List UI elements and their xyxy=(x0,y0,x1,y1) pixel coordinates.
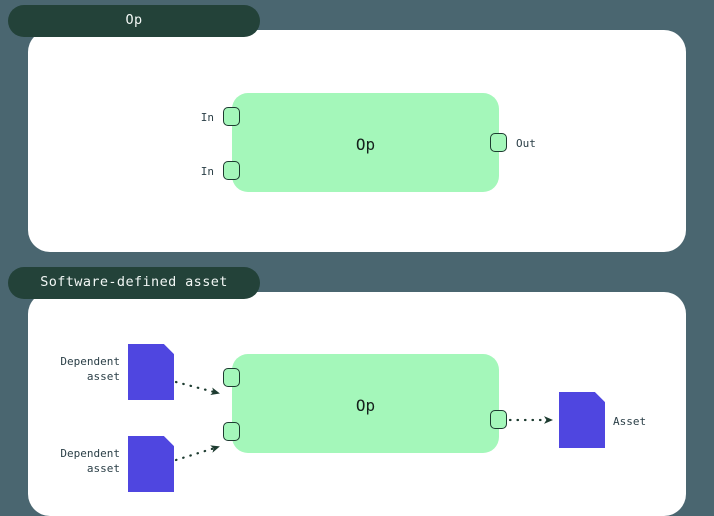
output-port-1[interactable] xyxy=(490,133,507,152)
panel-body-op: Op In In Out xyxy=(28,30,686,252)
dependent-asset-1-icon[interactable] xyxy=(128,344,174,400)
op-node-box[interactable]: Op xyxy=(232,93,499,192)
panel-body-software-defined-asset: Op Dependent asset Dependent asset Asset xyxy=(28,292,686,516)
input-port-2[interactable] xyxy=(223,422,240,441)
input-port-1[interactable] xyxy=(223,107,240,126)
edge-dependent-asset-1-to-input-port-1 xyxy=(174,380,220,395)
dependent-asset-1-label: Dependent asset xyxy=(60,355,120,383)
dependent-asset-2-icon[interactable] xyxy=(128,436,174,492)
panel-tab-op[interactable]: Op xyxy=(8,5,260,37)
input-port-2-label: In xyxy=(200,165,214,178)
panel-tab-software-defined-asset[interactable]: Software-defined asset xyxy=(8,267,260,299)
edge-dependent-asset-2-to-input-port-2 xyxy=(174,445,220,462)
dependent-asset-2-label: Dependent asset xyxy=(60,447,120,475)
output-port-1[interactable] xyxy=(490,410,507,429)
input-port-1[interactable] xyxy=(223,368,240,387)
output-port-1-label: Out xyxy=(516,137,536,150)
input-port-2[interactable] xyxy=(223,161,240,180)
op-node-label: Op xyxy=(355,396,376,415)
op-node-box[interactable]: Op xyxy=(232,354,499,453)
op-node-label: Op xyxy=(355,135,376,154)
output-asset-icon[interactable] xyxy=(559,392,605,448)
input-port-1-label: In xyxy=(200,111,214,124)
output-asset-label: Asset xyxy=(613,415,647,428)
panel-tab-label: Software-defined asset xyxy=(40,274,228,291)
panel-tab-label: Op xyxy=(125,12,143,29)
